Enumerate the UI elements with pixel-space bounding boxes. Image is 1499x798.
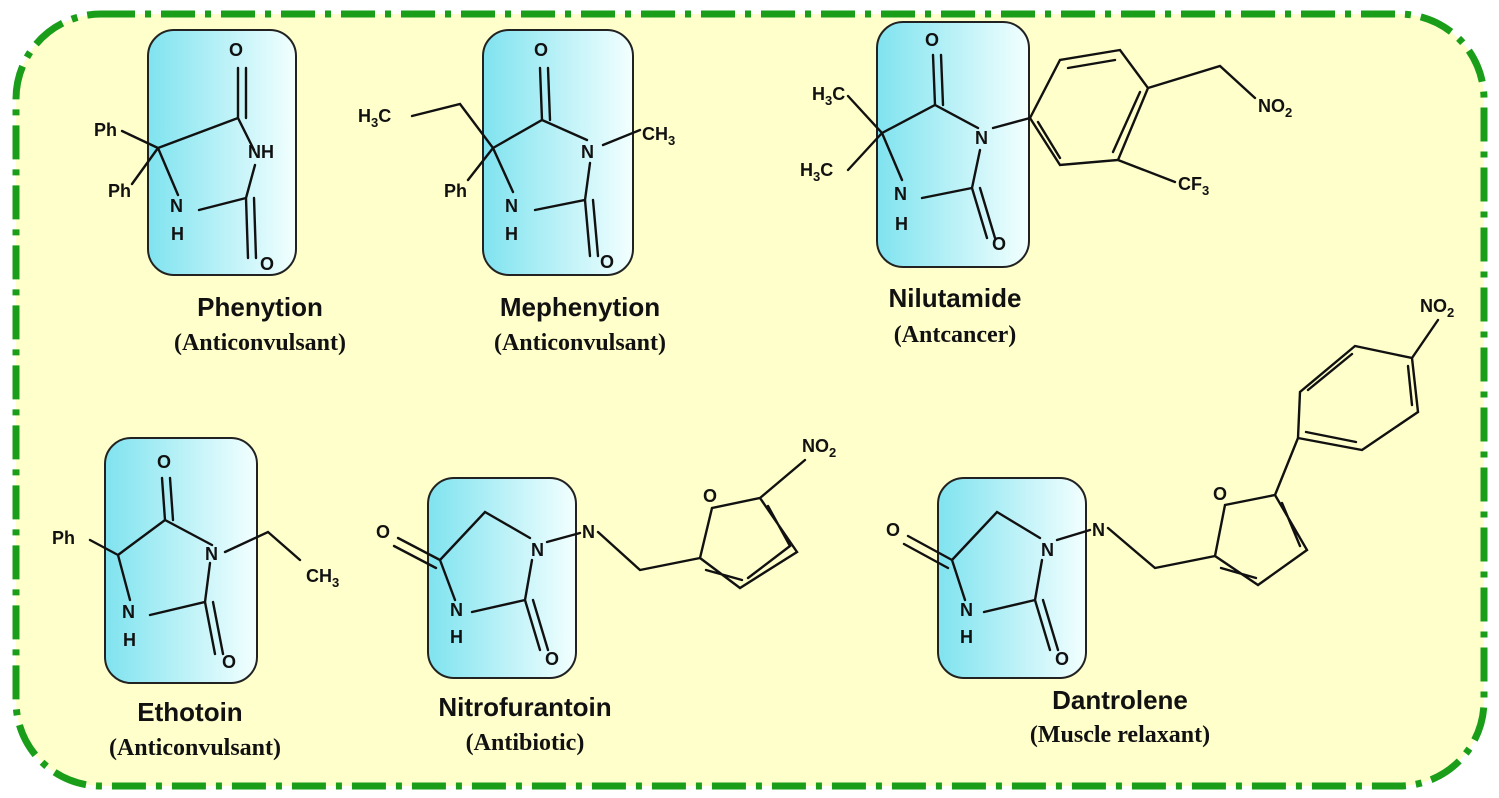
methyl-label: H3C bbox=[800, 160, 833, 184]
structure-nilutamide: O N N H O H3C H3C NO2 CF3 bbox=[800, 30, 1292, 254]
nitrogen-label: N bbox=[894, 184, 907, 204]
compound-name-mephenytion: Mephenytion bbox=[499, 292, 661, 322]
hydantoin-highlight-nitrofurantoin bbox=[427, 477, 577, 679]
compound-use-mephenytion: (Anticonvulsant) bbox=[493, 330, 667, 356]
compound-name-nitrofurantoin: Nitrofurantoin bbox=[438, 692, 612, 722]
compound-name-ethotoin: Ethotoin bbox=[137, 697, 243, 727]
hydrogen-label: H bbox=[505, 224, 518, 244]
background-panel bbox=[12, 10, 1488, 790]
nitrogen-label: N bbox=[205, 544, 218, 564]
nitrogen-label: N bbox=[531, 540, 544, 560]
structure-dantrolene: O N N N H O O NO2 bbox=[886, 296, 1454, 669]
compound-use-phenytion: (Anticonvulsant) bbox=[173, 330, 347, 356]
oxygen-label: O bbox=[925, 30, 939, 50]
nitrogen-label: N bbox=[505, 196, 518, 216]
compound-name-phenytion: Phenytion bbox=[197, 292, 323, 322]
oxygen-label: O bbox=[157, 452, 171, 472]
hydantoin-highlight-phenytion bbox=[147, 29, 297, 276]
phenyl-label: Ph bbox=[108, 181, 131, 201]
oxygen-label: O bbox=[534, 40, 548, 60]
hydantoin-highlight-mephenytion bbox=[482, 29, 634, 276]
nitrogen-label: N bbox=[582, 522, 595, 542]
nitrogen-label: N bbox=[960, 600, 973, 620]
hydrogen-label: H bbox=[450, 627, 463, 647]
oxygen-label: O bbox=[222, 652, 236, 672]
hydantoin-highlight-nilutamide bbox=[876, 21, 1030, 268]
oxygen-label: O bbox=[886, 520, 900, 540]
nitro-label: NO2 bbox=[1258, 96, 1292, 120]
oxygen-label: O bbox=[376, 522, 390, 542]
trifluoromethyl-label: CF3 bbox=[1178, 174, 1209, 198]
methyl-label: CH3 bbox=[642, 124, 675, 148]
nitrogen-label: N bbox=[1041, 540, 1054, 560]
hydrogen-label: H bbox=[895, 214, 908, 234]
compound-name-dantrolene: Dantrolene bbox=[1052, 685, 1188, 715]
nh-label: NH bbox=[248, 142, 274, 162]
hydrogen-label: H bbox=[960, 627, 973, 647]
nitrogen-label: N bbox=[170, 196, 183, 216]
oxygen-label: O bbox=[545, 649, 559, 669]
hydrogen-label: H bbox=[123, 630, 136, 650]
nitrogen-label: N bbox=[581, 142, 594, 162]
methyl-label: H3C bbox=[812, 84, 845, 108]
structure-phenytion: O NH N H O Ph Ph bbox=[94, 40, 274, 274]
oxygen-label: O bbox=[1213, 484, 1227, 504]
ethyl-label: H3C bbox=[358, 106, 391, 130]
methyl-label: CH3 bbox=[306, 566, 339, 590]
nitrogen-label: N bbox=[122, 602, 135, 622]
nitrogen-label: N bbox=[975, 128, 988, 148]
nitro-label: NO2 bbox=[802, 436, 836, 460]
nitrogen-label: N bbox=[450, 600, 463, 620]
hydrogen-label: H bbox=[171, 224, 184, 244]
oxygen-label: O bbox=[703, 486, 717, 506]
oxygen-label: O bbox=[1055, 649, 1069, 669]
oxygen-label: O bbox=[600, 252, 614, 272]
oxygen-label: O bbox=[229, 40, 243, 60]
compound-use-nitrofurantoin: (Antibiotic) bbox=[465, 730, 585, 756]
compound-use-ethotoin: (Anticonvulsant) bbox=[108, 735, 282, 761]
phenyl-label: Ph bbox=[444, 181, 467, 201]
structure-ethotoin: O N CH3 N H O Ph bbox=[52, 452, 339, 672]
compound-use-dantrolene: (Muscle relaxant) bbox=[1029, 722, 1211, 748]
structure-nitrofurantoin: O N N N H O O NO2 bbox=[376, 436, 836, 669]
compound-use-nilutamide: (Antcancer) bbox=[893, 322, 1017, 348]
phenyl-label: Ph bbox=[52, 528, 75, 548]
structure-mephenytion: O N CH3 N H O Ph H3C bbox=[358, 40, 675, 272]
hydantoin-highlight-ethotoin bbox=[104, 437, 258, 684]
phenyl-label: Ph bbox=[94, 120, 117, 140]
oxygen-label: O bbox=[260, 254, 274, 274]
nitro-label: NO2 bbox=[1420, 296, 1454, 320]
nitrogen-label: N bbox=[1092, 520, 1105, 540]
hydantoin-highlight-dantrolene bbox=[937, 477, 1087, 679]
oxygen-label: O bbox=[992, 234, 1006, 254]
compound-name-nilutamide: Nilutamide bbox=[888, 283, 1022, 313]
